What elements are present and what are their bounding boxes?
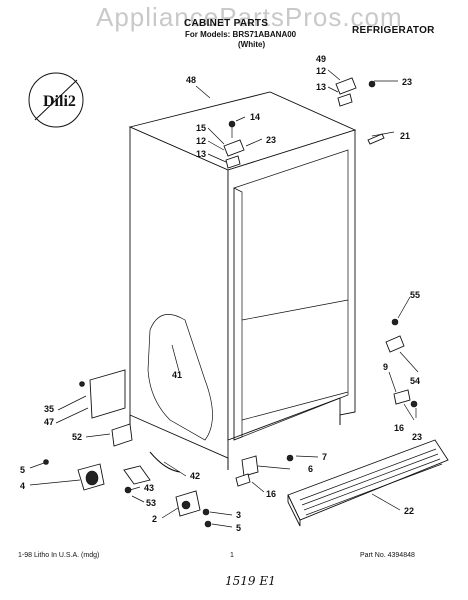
callout-labels: 48 14 15 12 13 23 49 12 13 23 21 55 54 9… (20, 54, 422, 533)
callout-55: 55 (410, 290, 420, 300)
lower-left-parts (43, 369, 212, 528)
callout-9: 9 (383, 362, 388, 372)
leader-lines (29, 69, 419, 528)
callout-16: 16 (266, 489, 276, 499)
callout-23-lower: 23 (412, 432, 422, 442)
callout-43: 43 (144, 483, 154, 493)
page-title: CABINET PARTS (184, 18, 269, 29)
callout-54: 54 (410, 376, 420, 386)
callout-7: 7 (322, 452, 327, 462)
callout-23-right: 23 (402, 77, 412, 87)
callout-47: 47 (44, 417, 54, 427)
callout-22: 22 (404, 506, 414, 516)
callout-5-lower: 5 (236, 523, 241, 533)
footer-litho: 1-98 Litho In U.S.A. (mdg) (18, 552, 100, 559)
callout-41: 41 (172, 370, 182, 380)
callout-2: 2 (152, 514, 157, 524)
callout-3: 3 (236, 510, 241, 520)
lower-center-parts (149, 451, 294, 487)
callout-6: 6 (308, 464, 313, 474)
callout-15: 15 (196, 123, 206, 133)
callout-13: 13 (196, 149, 206, 159)
top-hinge-right (335, 77, 385, 145)
callout-4: 4 (20, 481, 25, 491)
callout-35: 35 (44, 404, 54, 414)
top-hinge-center (223, 120, 245, 169)
model-number: For Models: BRS71ABANA00 (185, 30, 297, 39)
callout-14: 14 (250, 112, 260, 122)
footer-part-no: Part No. 4394848 (360, 552, 415, 559)
handwritten-note: 1519 E1 (225, 574, 276, 588)
model-color: (White) (238, 40, 266, 49)
footer-page: 1 (230, 552, 234, 559)
badge-label: Dili2 (43, 93, 76, 110)
watermark-text: AppliancePartsPros.com (96, 2, 403, 32)
callout-16-right: 16 (394, 423, 404, 433)
callout-42: 42 (190, 471, 200, 481)
toe-grille (287, 439, 449, 527)
dial-badge: Dili2 (28, 72, 84, 128)
callout-5: 5 (20, 465, 25, 475)
callout-49: 49 (316, 54, 326, 64)
right-hinge-parts (385, 318, 418, 408)
callout-48: 48 (186, 75, 196, 85)
callout-12: 12 (196, 136, 206, 146)
callout-13-right: 13 (316, 82, 326, 92)
callout-21: 21 (400, 131, 410, 141)
callout-12-right: 12 (316, 66, 326, 76)
cabinet-body (128, 91, 357, 470)
callout-53: 53 (146, 498, 156, 508)
callout-52: 52 (72, 432, 82, 442)
product-type: REFRIGERATOR (352, 25, 435, 36)
callout-23: 23 (266, 135, 276, 145)
